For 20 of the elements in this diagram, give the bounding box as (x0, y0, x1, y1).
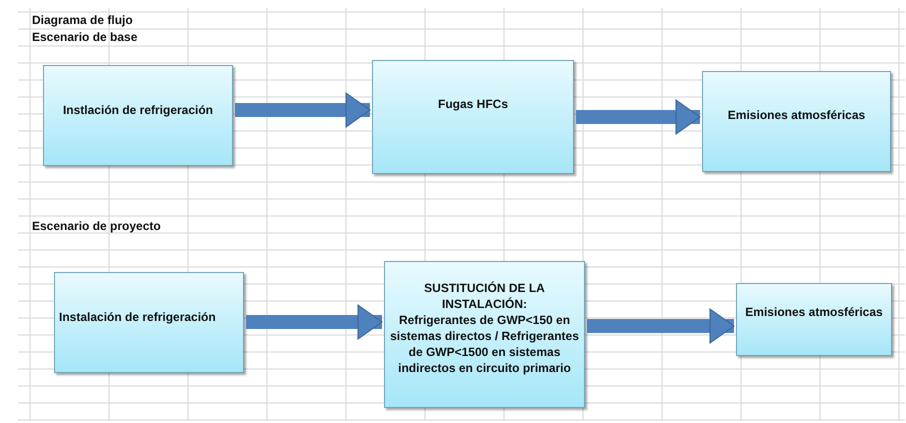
block-arrow (587, 308, 734, 344)
box-text: Emisiones atmosféricas (744, 304, 884, 320)
box-text: Emisiones atmosféricas (726, 107, 866, 123)
process-box (43, 65, 233, 166)
section-heading: Escenario de base (32, 30, 138, 44)
box-text: Fugas HFCs (436, 96, 509, 112)
process-box (384, 261, 585, 408)
process-box (736, 283, 892, 356)
box-text: Refrigerantes de GWP<150 en sistemas directos / Refrigerantes de GWP<1500 en sistemas indirectos en circuito primario (389, 312, 580, 376)
block-arrow (235, 92, 370, 128)
diagram-title: Diagrama de flujo (32, 13, 133, 27)
box-text: Instlación de refrigeración (62, 102, 214, 118)
section-heading: Escenario de proyecto (32, 219, 161, 233)
box-text: Instalación de refrigeración (59, 309, 217, 325)
process-box (54, 272, 244, 373)
block-arrow (246, 304, 382, 340)
process-box (702, 71, 891, 172)
block-arrow (576, 100, 700, 134)
box-heading: SUSTITUCIÓN DE LA INSTALACIÓN: (423, 280, 546, 312)
process-box (372, 60, 574, 174)
